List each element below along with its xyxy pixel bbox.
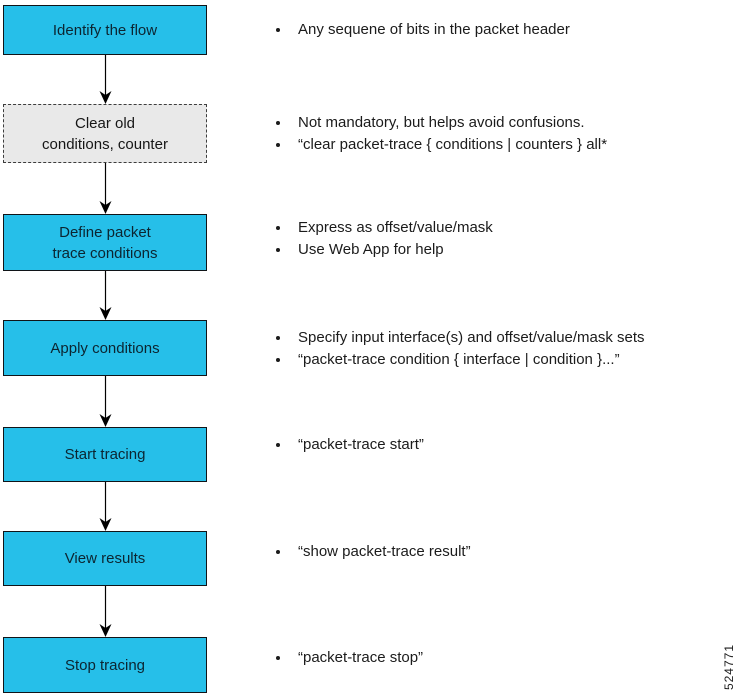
note-text: “packet-trace condition { interface | co… [298,351,620,368]
step-notes: “show packet-trace result” [274,541,471,563]
note-text: Not mandatory, but helps avoid confusion… [298,114,585,131]
note-text: Express as offset/value/mask [298,219,493,236]
bullet-icon [276,248,280,252]
flow-step-label: trace conditions [52,244,158,262]
bullet-icon [276,336,280,340]
note-row: “packet-trace stop” [274,647,423,669]
flow-step-box: Start tracing [3,427,207,482]
note-row: Express as offset/value/mask [274,217,493,239]
bullet-icon [276,143,280,147]
flow-arrow [99,163,112,214]
note-text: Any sequene of bits in the packet header [298,21,570,38]
bullet-icon [276,226,280,230]
flow-step-box: Stop tracing [3,637,207,693]
bullet-icon [276,358,280,362]
flow-step-box: Define packet trace conditions [3,214,207,271]
flow-step-label: Define packet [59,223,151,241]
step-notes: “packet-trace stop” [274,647,423,669]
flow-arrow [99,55,112,104]
flow-step-label: conditions, counter [42,135,168,153]
bullet-icon [276,121,280,125]
flow-step-box: Apply conditions [3,320,207,376]
note-text: “show packet-trace result” [298,543,471,560]
note-text: “packet-trace stop” [298,649,424,666]
bullet-icon [276,443,280,447]
flow-step-box: View results [3,531,207,586]
bullet-icon [276,550,280,554]
note-row: Specify input interface(s) and offset/va… [274,327,645,349]
bullet-icon [276,656,280,660]
flow-arrow [99,271,112,320]
flow-step-label: View results [64,550,146,567]
note-text: Use Web App for help [298,241,444,258]
step-notes: Not mandatory, but helps avoid confusion… [274,112,607,156]
figure-number: 524771 [722,643,736,690]
note-row: “packet-trace condition { interface | co… [274,349,645,371]
flow-step-label: Start tracing [64,446,146,463]
note-row: Not mandatory, but helps avoid confusion… [274,112,607,134]
flow-arrow [99,586,112,637]
flow-step-label: Stop tracing [64,656,146,674]
step-notes: “packet-trace start” [274,434,424,456]
note-text: Specify input interface(s) and offset/va… [298,329,645,346]
flow-arrow [99,482,112,531]
flow-step-label: Apply conditions [50,339,160,357]
flow-step-box: Identify the flow [3,5,207,55]
flow-arrow [99,376,112,427]
flow-step-label: Identify the flow [52,21,158,39]
note-text: “packet-trace start” [298,436,424,453]
note-row: “show packet-trace result” [274,541,471,563]
note-row: “clear packet-trace { conditions | count… [274,134,607,156]
step-notes: Any sequene of bits in the packet header [274,19,570,41]
flow-step-box: Clear old conditions, counter [3,104,207,163]
flow-step-label: Clear old [74,114,136,132]
bullet-icon [276,28,280,32]
note-row: Any sequene of bits in the packet header [274,19,570,41]
step-notes: Specify input interface(s) and offset/va… [274,327,645,371]
note-row: “packet-trace start” [274,434,424,456]
note-row: Use Web App for help [274,239,493,261]
note-text: “clear packet-trace { conditions | count… [298,136,608,153]
